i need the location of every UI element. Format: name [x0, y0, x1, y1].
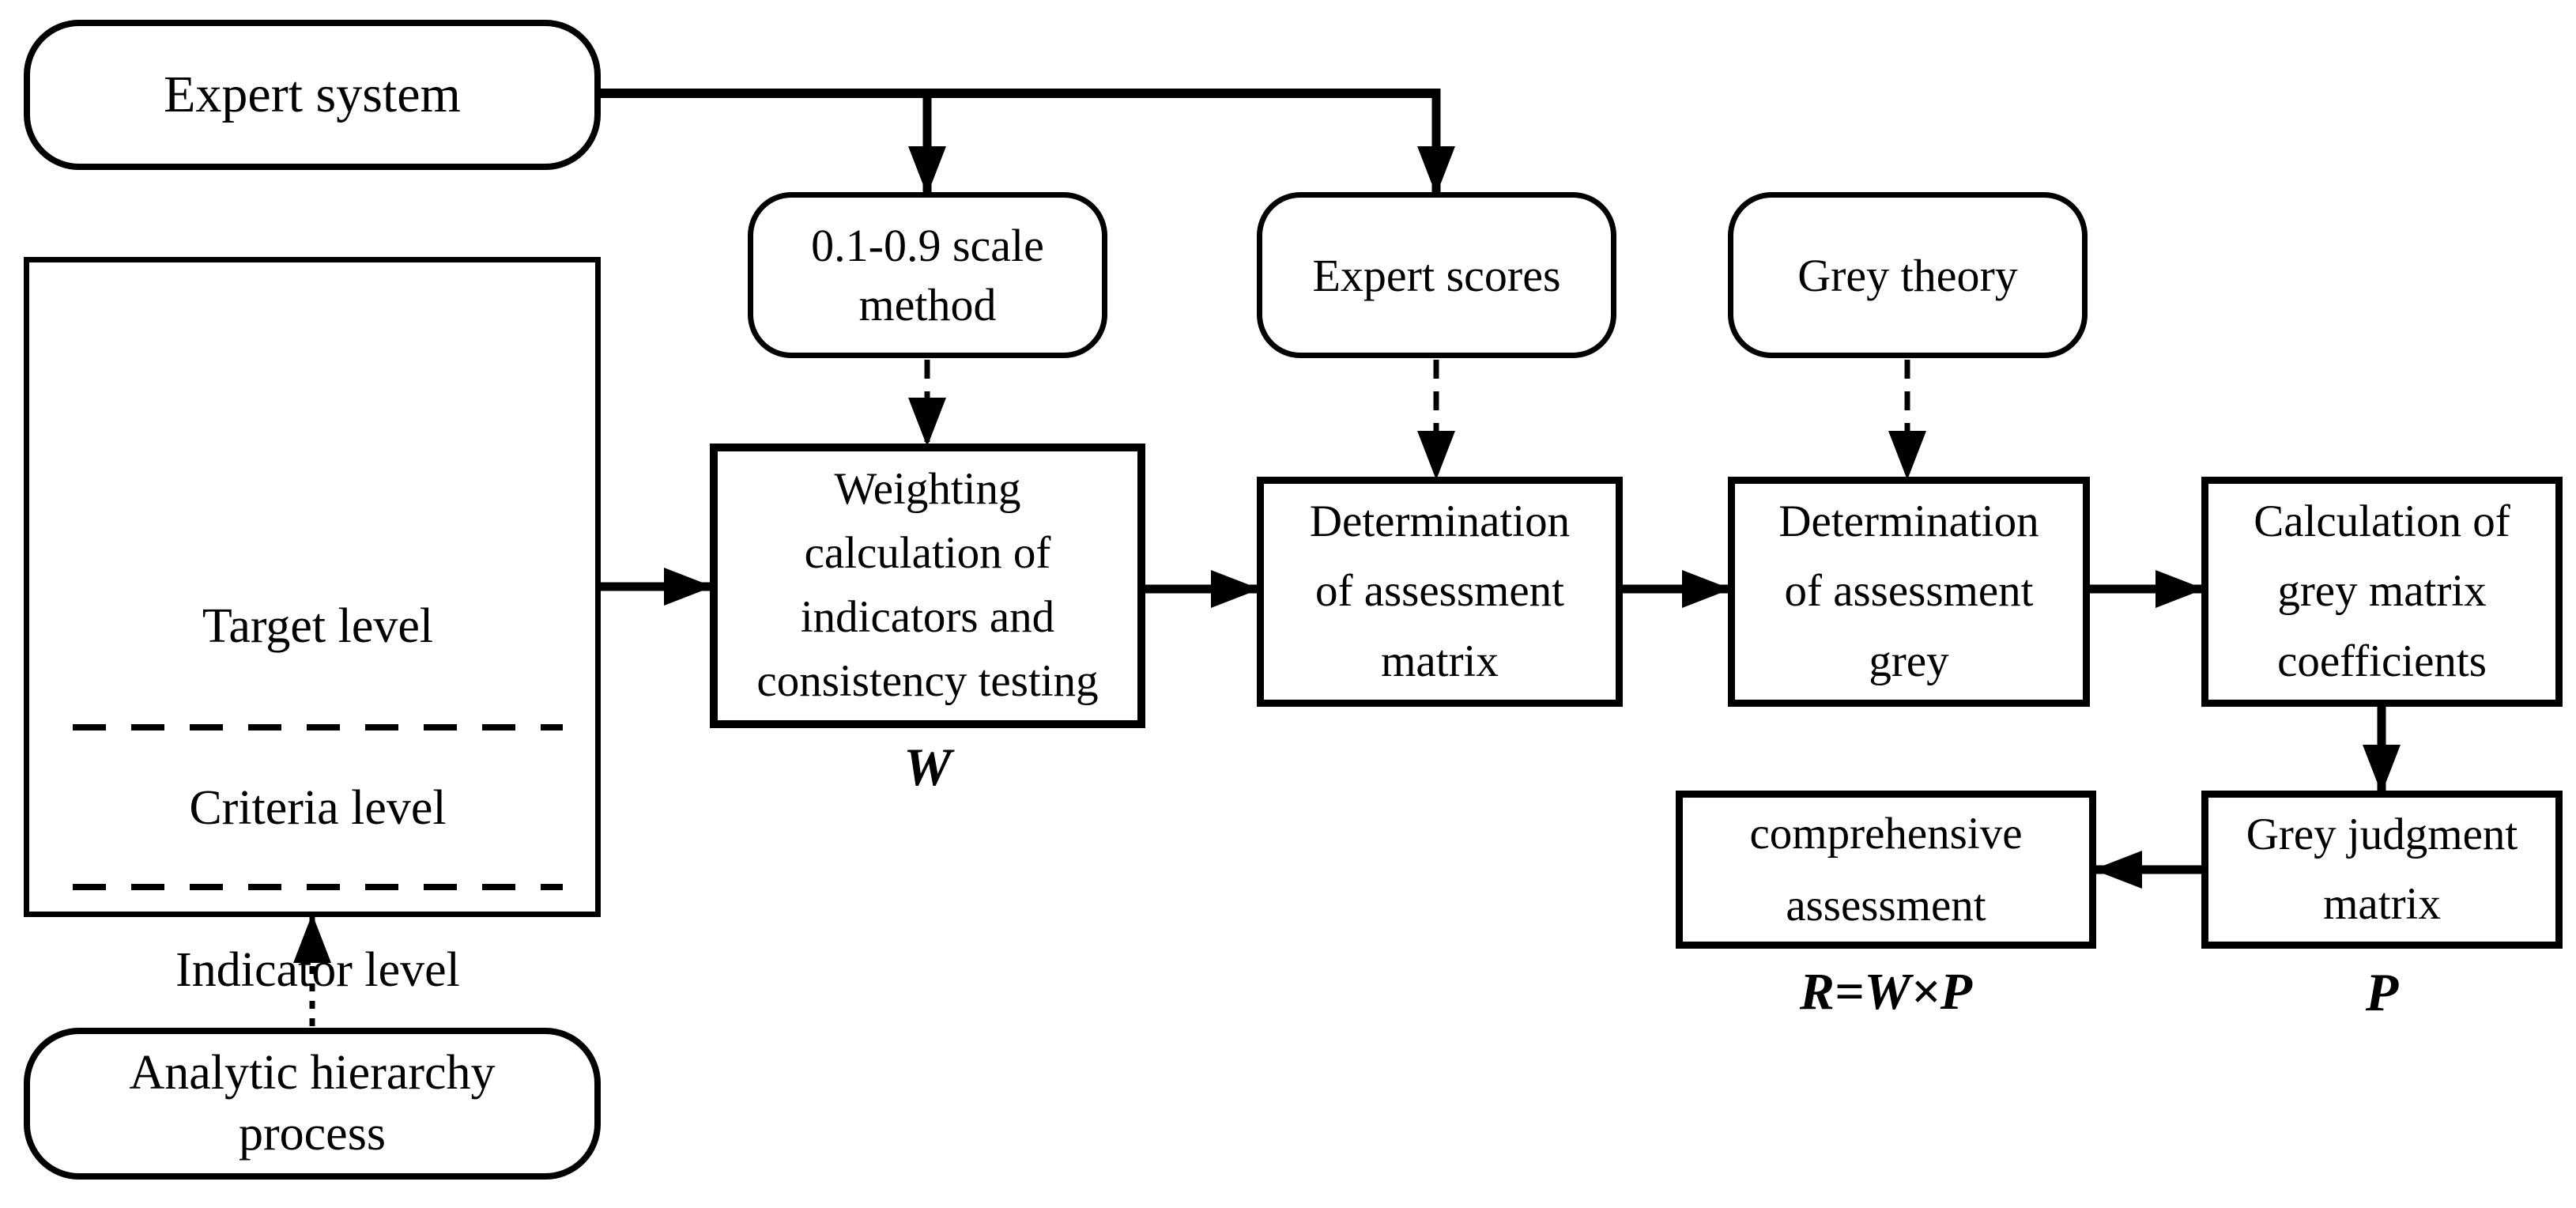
hierarchy-divider-2 — [73, 884, 563, 890]
hierarchy-criteria-level: Criteria level — [29, 772, 606, 844]
ahp-label: Analytic hierarchy process — [129, 1045, 496, 1161]
node-weighting-calculation: Weighting calculation of indicators and … — [710, 444, 1145, 728]
indicator-level-label: Indicator level — [175, 942, 460, 997]
formula-w: W — [903, 736, 952, 797]
hierarchy-target-level: Target level — [29, 590, 606, 663]
node-grey-judgment-matrix: Grey judgment matrix — [2201, 791, 2563, 949]
scale-method-label: 0.1-0.9 scale method — [811, 219, 1044, 330]
node-grey-theory: Grey theory — [1728, 192, 2088, 358]
formula-r-equals-w-times-p: R=W×P — [1799, 963, 1973, 1021]
node-analytic-hierarchy-process: Analytic hierarchy process — [24, 1028, 601, 1180]
hierarchy-divider-1 — [73, 724, 563, 730]
node-determination-assessment-grey: Determination of assessment grey — [1728, 477, 2090, 707]
node-determination-assessment-matrix: Determination of assessment matrix — [1257, 477, 1623, 707]
comprehensive-label: comprehensive assessment — [1749, 808, 2023, 931]
calc-coeff-label: Calculation of grey matrix coefficients — [2254, 496, 2510, 686]
weighting-label: Weighting calculation of indicators and … — [756, 464, 1099, 706]
node-comprehensive-assessment: comprehensive assessment — [1676, 791, 2096, 949]
expert-system-label: Expert system — [164, 66, 461, 123]
node-calculation-grey-matrix-coefficients: Calculation of grey matrix coefficients — [2201, 477, 2563, 707]
formula-p: P — [2365, 961, 2399, 1022]
hierarchy-indicator-level: Indicator level — [29, 934, 606, 1006]
node-hierarchy-structure: Target level Criteria level Indicator le… — [24, 257, 601, 1066]
criteria-level-label: Criteria level — [189, 780, 447, 835]
node-expert-scores: Expert scores — [1257, 192, 1616, 358]
expert-scores-label: Expert scores — [1312, 249, 1561, 301]
target-level-label: Target level — [202, 598, 434, 653]
grey-judgment-label: Grey judgment matrix — [2246, 809, 2518, 929]
node-expert-system: Expert system — [24, 20, 601, 170]
node-scale-method: 0.1-0.9 scale method — [748, 192, 1107, 358]
grey-theory-label: Grey theory — [1797, 249, 2018, 301]
det-matrix-label: Determination of assessment matrix — [1309, 496, 1571, 686]
det-grey-label: Determination of assessment grey — [1778, 496, 2039, 686]
